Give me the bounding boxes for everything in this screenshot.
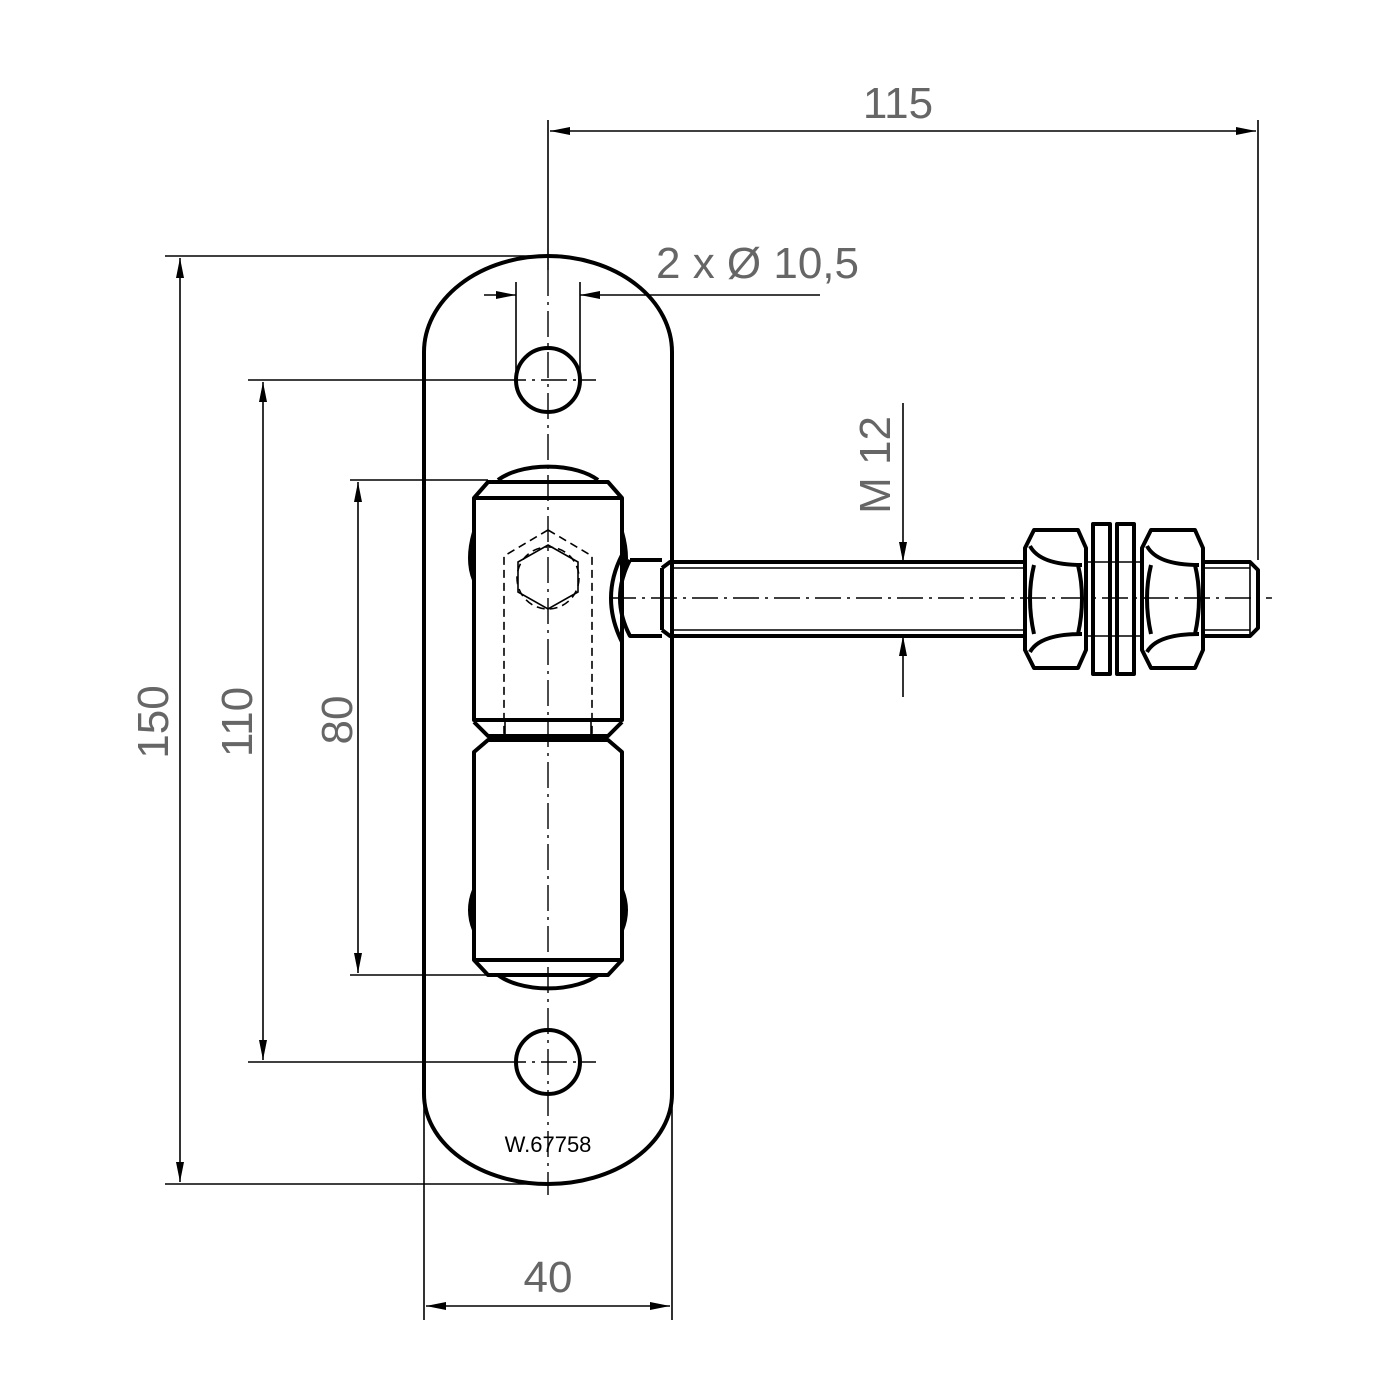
dim-holes: 2 x Ø 10,5	[656, 239, 859, 288]
washer-2	[1115, 522, 1136, 676]
hex-nut-outer	[1140, 528, 1205, 670]
part-marking: W.67758	[505, 1132, 592, 1157]
dim-plate-width: 40	[524, 1253, 573, 1302]
dim-thread: M 12	[851, 416, 900, 514]
hex-nut-inner	[1023, 528, 1088, 670]
dim-plate-height: 150	[129, 685, 178, 758]
dim-overall-reach: 115	[863, 79, 933, 128]
dimension-lines	[165, 120, 1259, 1320]
dim-knuckle-length: 80	[313, 696, 362, 745]
dim-hole-spacing: 110	[213, 687, 262, 757]
center-lines	[500, 270, 1272, 1195]
washer-1	[1091, 522, 1112, 676]
